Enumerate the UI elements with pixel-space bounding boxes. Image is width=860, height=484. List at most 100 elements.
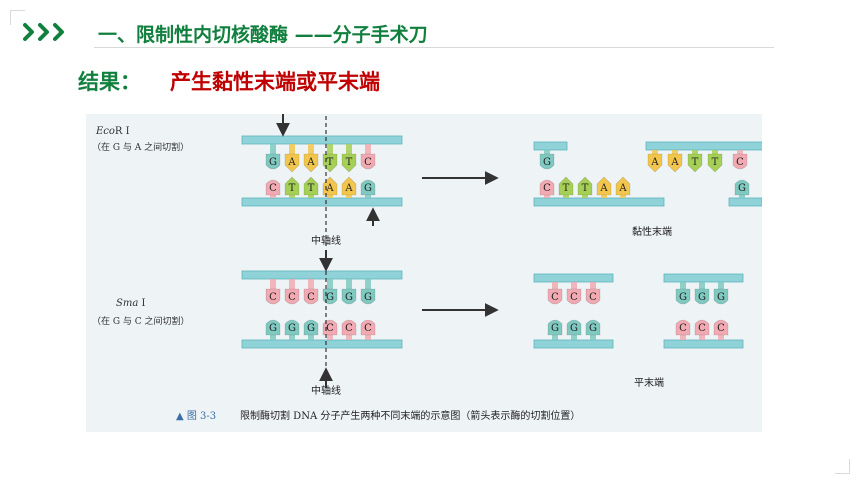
nucleotide-stalk — [652, 150, 658, 154]
nucleotide-stalk — [270, 279, 276, 289]
nucleotide-stalk — [346, 144, 352, 154]
nucleotide-stalk — [308, 335, 314, 340]
nucleotide-stalk — [552, 282, 558, 289]
smai-name-rest: I — [138, 298, 145, 309]
base-letter: C — [589, 292, 597, 303]
base-letter: G — [326, 292, 334, 303]
nucleotide-stalk — [571, 335, 577, 340]
base-letter: A — [618, 183, 627, 194]
ecori-axis-label: 中轴线 — [311, 234, 341, 247]
nucleotide-G — [360, 179, 376, 196]
base-letter: T — [346, 157, 353, 168]
dna-backbone — [663, 339, 744, 349]
nucleotide-stalk — [365, 335, 371, 340]
base-letter: C — [269, 292, 277, 303]
nucleotide-stalk — [327, 279, 333, 289]
nucleotide-stalk — [672, 150, 678, 154]
nucleotide-G — [547, 319, 563, 336]
nucleotide-A — [284, 153, 300, 173]
nucleotide-C — [284, 288, 300, 305]
dna-backbone — [533, 339, 614, 349]
dna-backbone — [645, 141, 762, 151]
base-letter: T — [327, 157, 334, 168]
dna-backbone — [241, 270, 403, 280]
nucleotide-C — [585, 288, 601, 305]
nucleotide-stalk — [308, 279, 314, 289]
nucleotide-G — [341, 288, 357, 305]
base-letter: C — [679, 323, 687, 334]
nucleotide-stalk — [571, 282, 577, 289]
page-title: 一、限制性内切核酸酶 ——分子手术刀 — [98, 24, 428, 46]
base-letter: T — [308, 183, 315, 194]
dna-backbone — [241, 197, 403, 207]
base-letter: G — [364, 292, 372, 303]
dna-backbone — [728, 197, 762, 207]
base-letter: G — [543, 157, 551, 168]
base-letter: A — [287, 157, 296, 168]
base-letter: A — [599, 183, 608, 194]
base-letter: G — [345, 292, 353, 303]
base-letter: C — [269, 183, 277, 194]
nucleotide-stalk — [327, 195, 333, 198]
nucleotide-stalk — [270, 144, 276, 154]
sticky-end-label: 黏性末端 — [632, 225, 672, 238]
nucleotide-stalk — [327, 335, 333, 340]
nucleotide-T — [341, 153, 357, 173]
nucleotide-stalk — [346, 195, 352, 198]
base-letter: G — [589, 323, 597, 334]
nucleotide-G — [303, 319, 319, 336]
nucleotide-C — [566, 288, 582, 305]
nucleotide-C — [675, 319, 691, 336]
nucleotide-G — [675, 288, 691, 305]
base-letter: G — [570, 323, 578, 334]
nucleotide-stalk — [544, 150, 550, 154]
smai-label: Sma I — [116, 298, 145, 309]
nucleotide-G — [265, 153, 281, 170]
nucleotide-stalk — [692, 150, 698, 154]
base-letter: G — [679, 292, 687, 303]
smai-axis-label: 中轴线 — [311, 384, 341, 397]
nucleotide-G — [694, 288, 710, 305]
dna-backbone — [533, 141, 568, 151]
nucleotide-stalk — [563, 195, 569, 198]
nucleotide-T — [687, 153, 703, 173]
corner-decoration — [10, 10, 25, 25]
nucleotide-G — [360, 288, 376, 305]
base-letter: C — [326, 323, 334, 334]
base-letter: C — [736, 157, 744, 168]
triple-chevron-right-icon — [23, 23, 64, 41]
nucleotide-T — [558, 176, 574, 196]
nucleotide-stalk — [544, 195, 550, 198]
result-label: 结果： — [78, 70, 141, 94]
nucleotide-stalk — [346, 335, 352, 340]
nucleotide-stalk — [270, 195, 276, 198]
nucleotide-stalk — [590, 335, 596, 340]
nucleotide-A — [303, 153, 319, 173]
nucleotide-stalk — [601, 195, 607, 198]
nucleotide-stalk — [582, 195, 588, 198]
base-letter: C — [307, 292, 315, 303]
nucleotide-G — [734, 179, 750, 196]
nucleotide-stalk — [718, 335, 724, 340]
header-divider — [94, 47, 774, 48]
nucleotide-stalk — [718, 282, 724, 289]
nucleotide-C — [360, 319, 376, 336]
nucleotide-G — [284, 319, 300, 336]
base-letter: C — [543, 183, 551, 194]
nucleotide-stalk — [552, 335, 558, 340]
base-letter: C — [551, 292, 559, 303]
nucleotide-stalk — [308, 144, 314, 154]
nucleotide-C — [303, 288, 319, 305]
base-letter: G — [288, 323, 296, 334]
nucleotide-stalk — [289, 279, 295, 289]
base-letter: C — [717, 323, 725, 334]
nucleotide-T — [284, 176, 300, 196]
nucleotide-G — [585, 319, 601, 336]
nucleotide-A — [647, 153, 663, 173]
base-letter: G — [307, 323, 315, 334]
smai-name-italic: Sma — [116, 298, 138, 309]
base-letter: C — [570, 292, 578, 303]
nucleotide-G — [713, 288, 729, 305]
result-value: 产生黏性末端或平末端 — [170, 70, 380, 94]
smai-note: （在 G 与 C 之间切割） — [92, 315, 190, 327]
